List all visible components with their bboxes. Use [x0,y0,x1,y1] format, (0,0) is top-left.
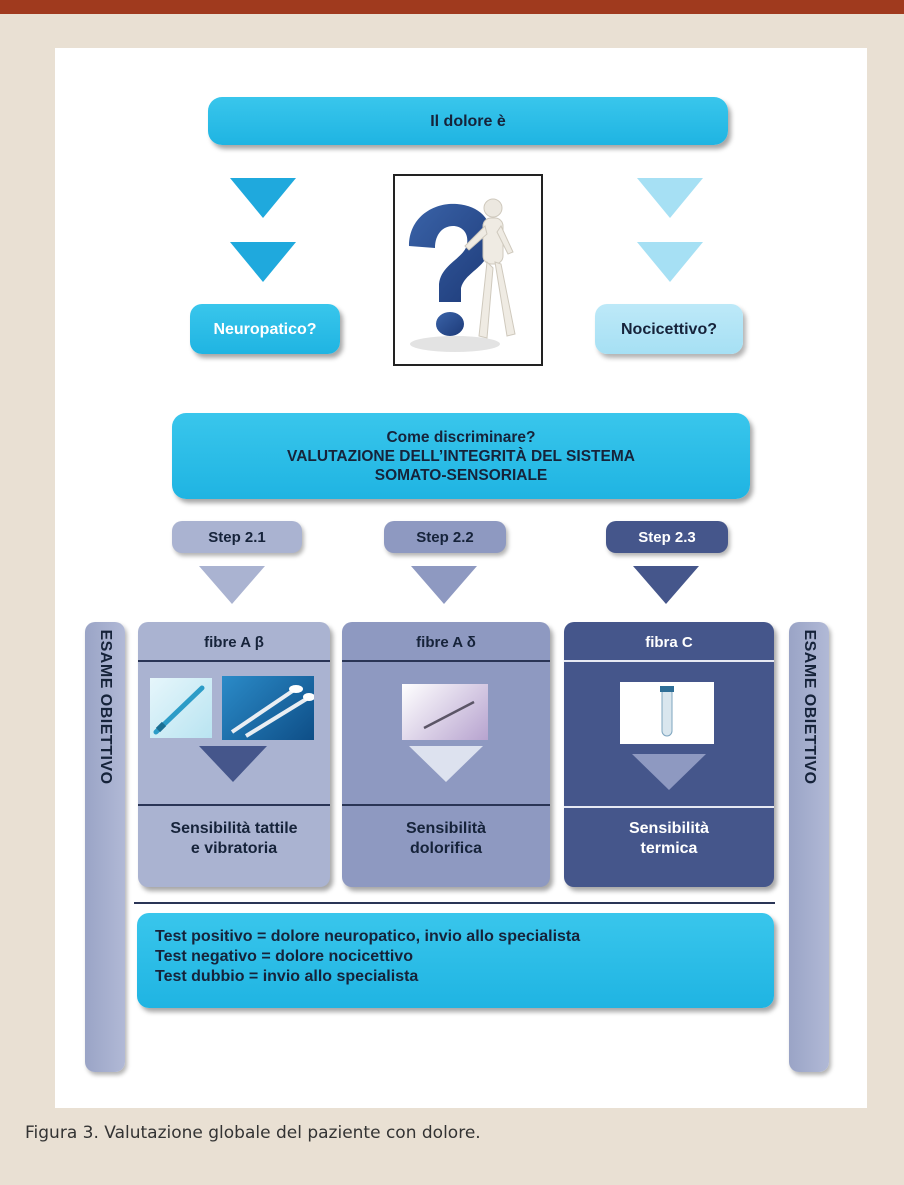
question-mark-icon [409,198,516,352]
column-3-divider-top [564,660,774,662]
right-side-bar: ESAME OBIETTIVO [789,622,829,1072]
step-2-3-pill: Step 2.3 [606,521,728,553]
column-1-divider-top [138,660,330,662]
left-side-label: ESAME OBIETTIVO [97,629,114,785]
right-side-label: ESAME OBIETTIVO [801,629,818,785]
cotton-swab-image [222,676,315,740]
column-fibre-a-delta: fibre A δ Sensibilità dolorifica [342,622,550,887]
column-3-arrow [632,754,706,790]
figure-caption: Figura 3. Valutazione globale del pazien… [25,1123,481,1143]
column-2-divider-bottom [342,804,550,806]
question-mark-figure [393,174,543,366]
column-2-title: fibre A δ [416,633,476,651]
column-1-title: fibre A β [204,633,264,651]
nociceptive-box: Nocicettivo? [595,304,743,354]
step-2-1-pill: Step 2.1 [172,521,302,553]
tuning-fork-image [150,678,212,738]
top-accent-bar [0,0,904,14]
column-fibra-c: fibra C Sensibilità termica [564,622,774,887]
step-3-arrow [633,566,699,604]
column-3-text-2: termica [640,840,698,857]
pain-is-box: Il dolore è [208,97,728,145]
step-2-2-pill: Step 2.2 [384,521,506,553]
right-arrow-down-1 [637,178,703,218]
column-2-arrow [409,746,483,782]
result-doubtful: Test dubbio = invio allo specialista [155,968,419,985]
step-2-arrow [411,566,477,604]
column-2-divider-top [342,660,550,662]
step-1-arrow [199,566,265,604]
column-1-divider-bottom [138,804,330,806]
results-divider [134,902,775,904]
results-box: Test positivo = dolore neuropatico, invi… [137,913,774,1008]
result-positive: Test positivo = dolore neuropatico, invi… [155,928,581,945]
neuropathic-box: Neuropatico? [190,304,340,354]
column-3-title: fibra C [645,633,693,651]
column-fibre-a-beta: fibre A β Sensibilità tattile e vibrator… [138,622,330,887]
left-arrow-down-1 [230,178,296,218]
column-3-divider-bottom [564,806,774,808]
left-side-bar: ESAME OBIETTIVO [85,622,125,1072]
test-tube-image [620,682,714,744]
column-1-text-2: e vibratoria [190,840,278,857]
column-3-text-1: Sensibilità [628,820,710,837]
column-1-arrow [199,746,267,782]
left-arrow-down-2 [230,242,296,282]
column-2-text-1: Sensibilità [405,820,487,837]
result-negative: Test negativo = dolore nocicettivo [155,948,413,965]
discrimination-box: Come discriminare? VALUTAZIONE DELL’INTE… [172,413,750,499]
pin-image [402,684,488,740]
right-arrow-down-2 [637,242,703,282]
column-1-text-1: Sensibilità tattile [170,820,298,837]
column-2-text-2: dolorifica [409,840,482,857]
